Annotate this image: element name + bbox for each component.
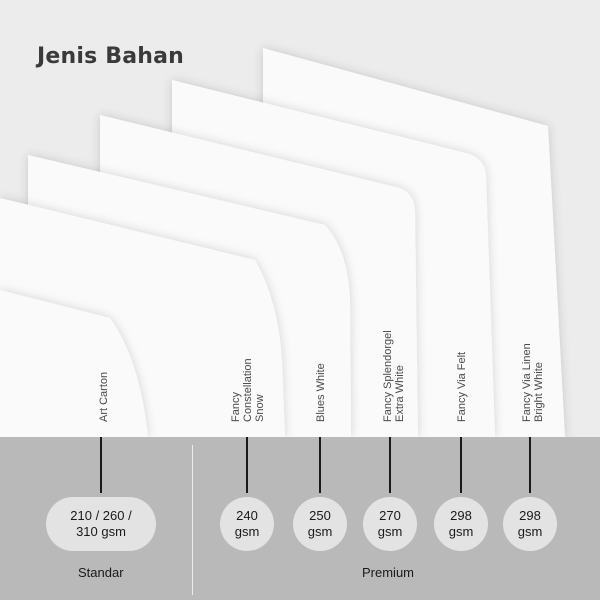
connector-line bbox=[246, 437, 248, 493]
weight-badge-standard: 210 / 260 / 310 gsm bbox=[46, 497, 156, 551]
weight-badge-270: 270 gsm bbox=[363, 497, 417, 551]
paper-label-line: Fancy Splendorgel bbox=[382, 330, 394, 422]
weight-text: gsm bbox=[307, 524, 333, 539]
weight-text: 240 bbox=[236, 508, 258, 523]
weight-text: gsm bbox=[234, 524, 260, 539]
paper-label-art-carton: Art Carton bbox=[98, 372, 110, 422]
weight-text: 298 bbox=[519, 508, 541, 523]
connector-line bbox=[319, 437, 321, 493]
category-divider bbox=[192, 445, 193, 595]
weight-badge-240: 240 gsm bbox=[220, 497, 274, 551]
paper-label-line: Constellation bbox=[242, 358, 254, 422]
weight-text: 298 bbox=[450, 508, 472, 523]
weight-text: 250 bbox=[309, 508, 331, 523]
paper-label-fancy-constellation-snow: Fancy Constellation Snow bbox=[230, 358, 266, 422]
paper-label-line: Extra White bbox=[394, 365, 406, 422]
paper-label-line: Fancy Via Linen bbox=[521, 343, 533, 422]
category-label-premium: Premium bbox=[362, 565, 415, 580]
weight-text: gsm bbox=[377, 524, 403, 539]
paper-label-fancy-splendorgel: Fancy Splendorgel Extra White bbox=[382, 330, 406, 422]
connector-line bbox=[389, 437, 391, 493]
paper-sheet-art-carton bbox=[0, 290, 148, 437]
paper-label-line: Blues White bbox=[315, 363, 327, 422]
paper-label-line: Art Carton bbox=[98, 371, 110, 422]
paper-label-fancy-via-felt: Fancy Via Felt bbox=[456, 352, 468, 422]
paper-label-line: Bright White bbox=[533, 362, 545, 422]
page-title: Jenis Bahan bbox=[37, 44, 185, 69]
weight-text: 210 / 260 / bbox=[70, 508, 132, 523]
weight-text: 270 bbox=[379, 508, 401, 523]
paper-label-blues-white: Blues White bbox=[315, 363, 327, 422]
connector-line bbox=[460, 437, 462, 493]
connector-line bbox=[529, 437, 531, 493]
category-label-standard: Standar bbox=[78, 565, 124, 580]
weight-badge-250: 250 gsm bbox=[293, 497, 347, 551]
weight-text: gsm bbox=[448, 524, 474, 539]
weight-badge-298-linen: 298 gsm bbox=[503, 497, 557, 551]
weight-text: 310 gsm bbox=[76, 524, 126, 539]
paper-label-fancy-via-linen: Fancy Via Linen Bright White bbox=[521, 343, 545, 422]
weight-text: gsm bbox=[517, 524, 543, 539]
connector-line bbox=[100, 437, 102, 493]
paper-label-line: Fancy bbox=[230, 392, 242, 422]
paper-label-line: Fancy Via Felt bbox=[456, 351, 468, 422]
paper-label-line: Snow bbox=[254, 394, 266, 422]
weight-badge-298-felt: 298 gsm bbox=[434, 497, 488, 551]
